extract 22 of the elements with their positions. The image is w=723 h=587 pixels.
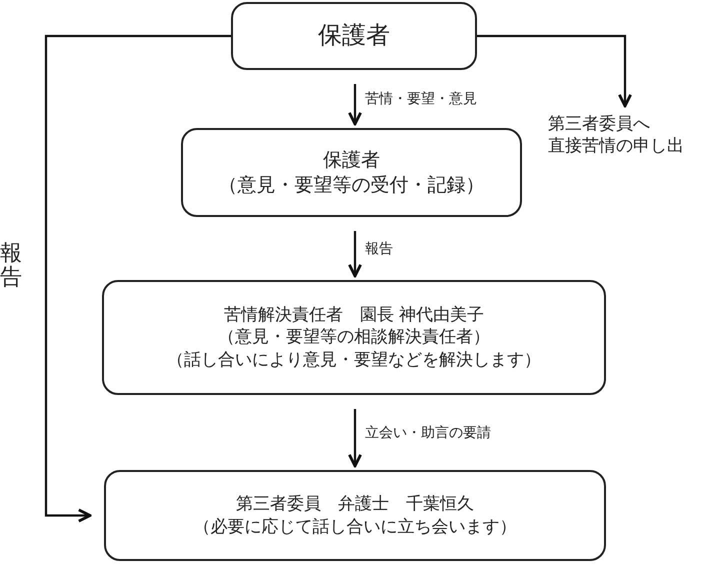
node-title: 苦情解決責任者 園長 神代由美子 xyxy=(224,304,484,326)
node-title: 第三者委員 弁護士 千葉恒久 xyxy=(236,493,474,516)
rounded-box xyxy=(104,470,606,561)
node-note: （必要に応じて話し合いに立ち会います） xyxy=(194,516,516,538)
node-title: 第三者委員へ xyxy=(548,112,650,135)
rounded-box xyxy=(102,280,606,395)
node-note: 直接苦情の申し出 xyxy=(548,135,684,158)
node-title: 保護者 xyxy=(318,20,390,52)
node-note: （意見・要望等の受付・記録） xyxy=(218,172,484,198)
arrow xyxy=(348,409,362,468)
edge-label: 立会い・助言の要請 xyxy=(363,424,493,442)
node-title: 保護者 xyxy=(323,148,380,172)
node-note: （話し合いにより意見・要望などを解決します） xyxy=(167,348,541,371)
arrow xyxy=(477,34,632,108)
arrow xyxy=(44,34,231,522)
rounded-box xyxy=(181,128,522,217)
arrow xyxy=(348,231,362,278)
arrow xyxy=(348,84,362,126)
edge-label: 報告 xyxy=(363,240,395,258)
edge-label: 苦情・要望・意見 xyxy=(363,90,479,108)
rounded-box xyxy=(231,2,477,70)
node-note: （意見・要望等の相談解決責任者） xyxy=(218,326,490,349)
